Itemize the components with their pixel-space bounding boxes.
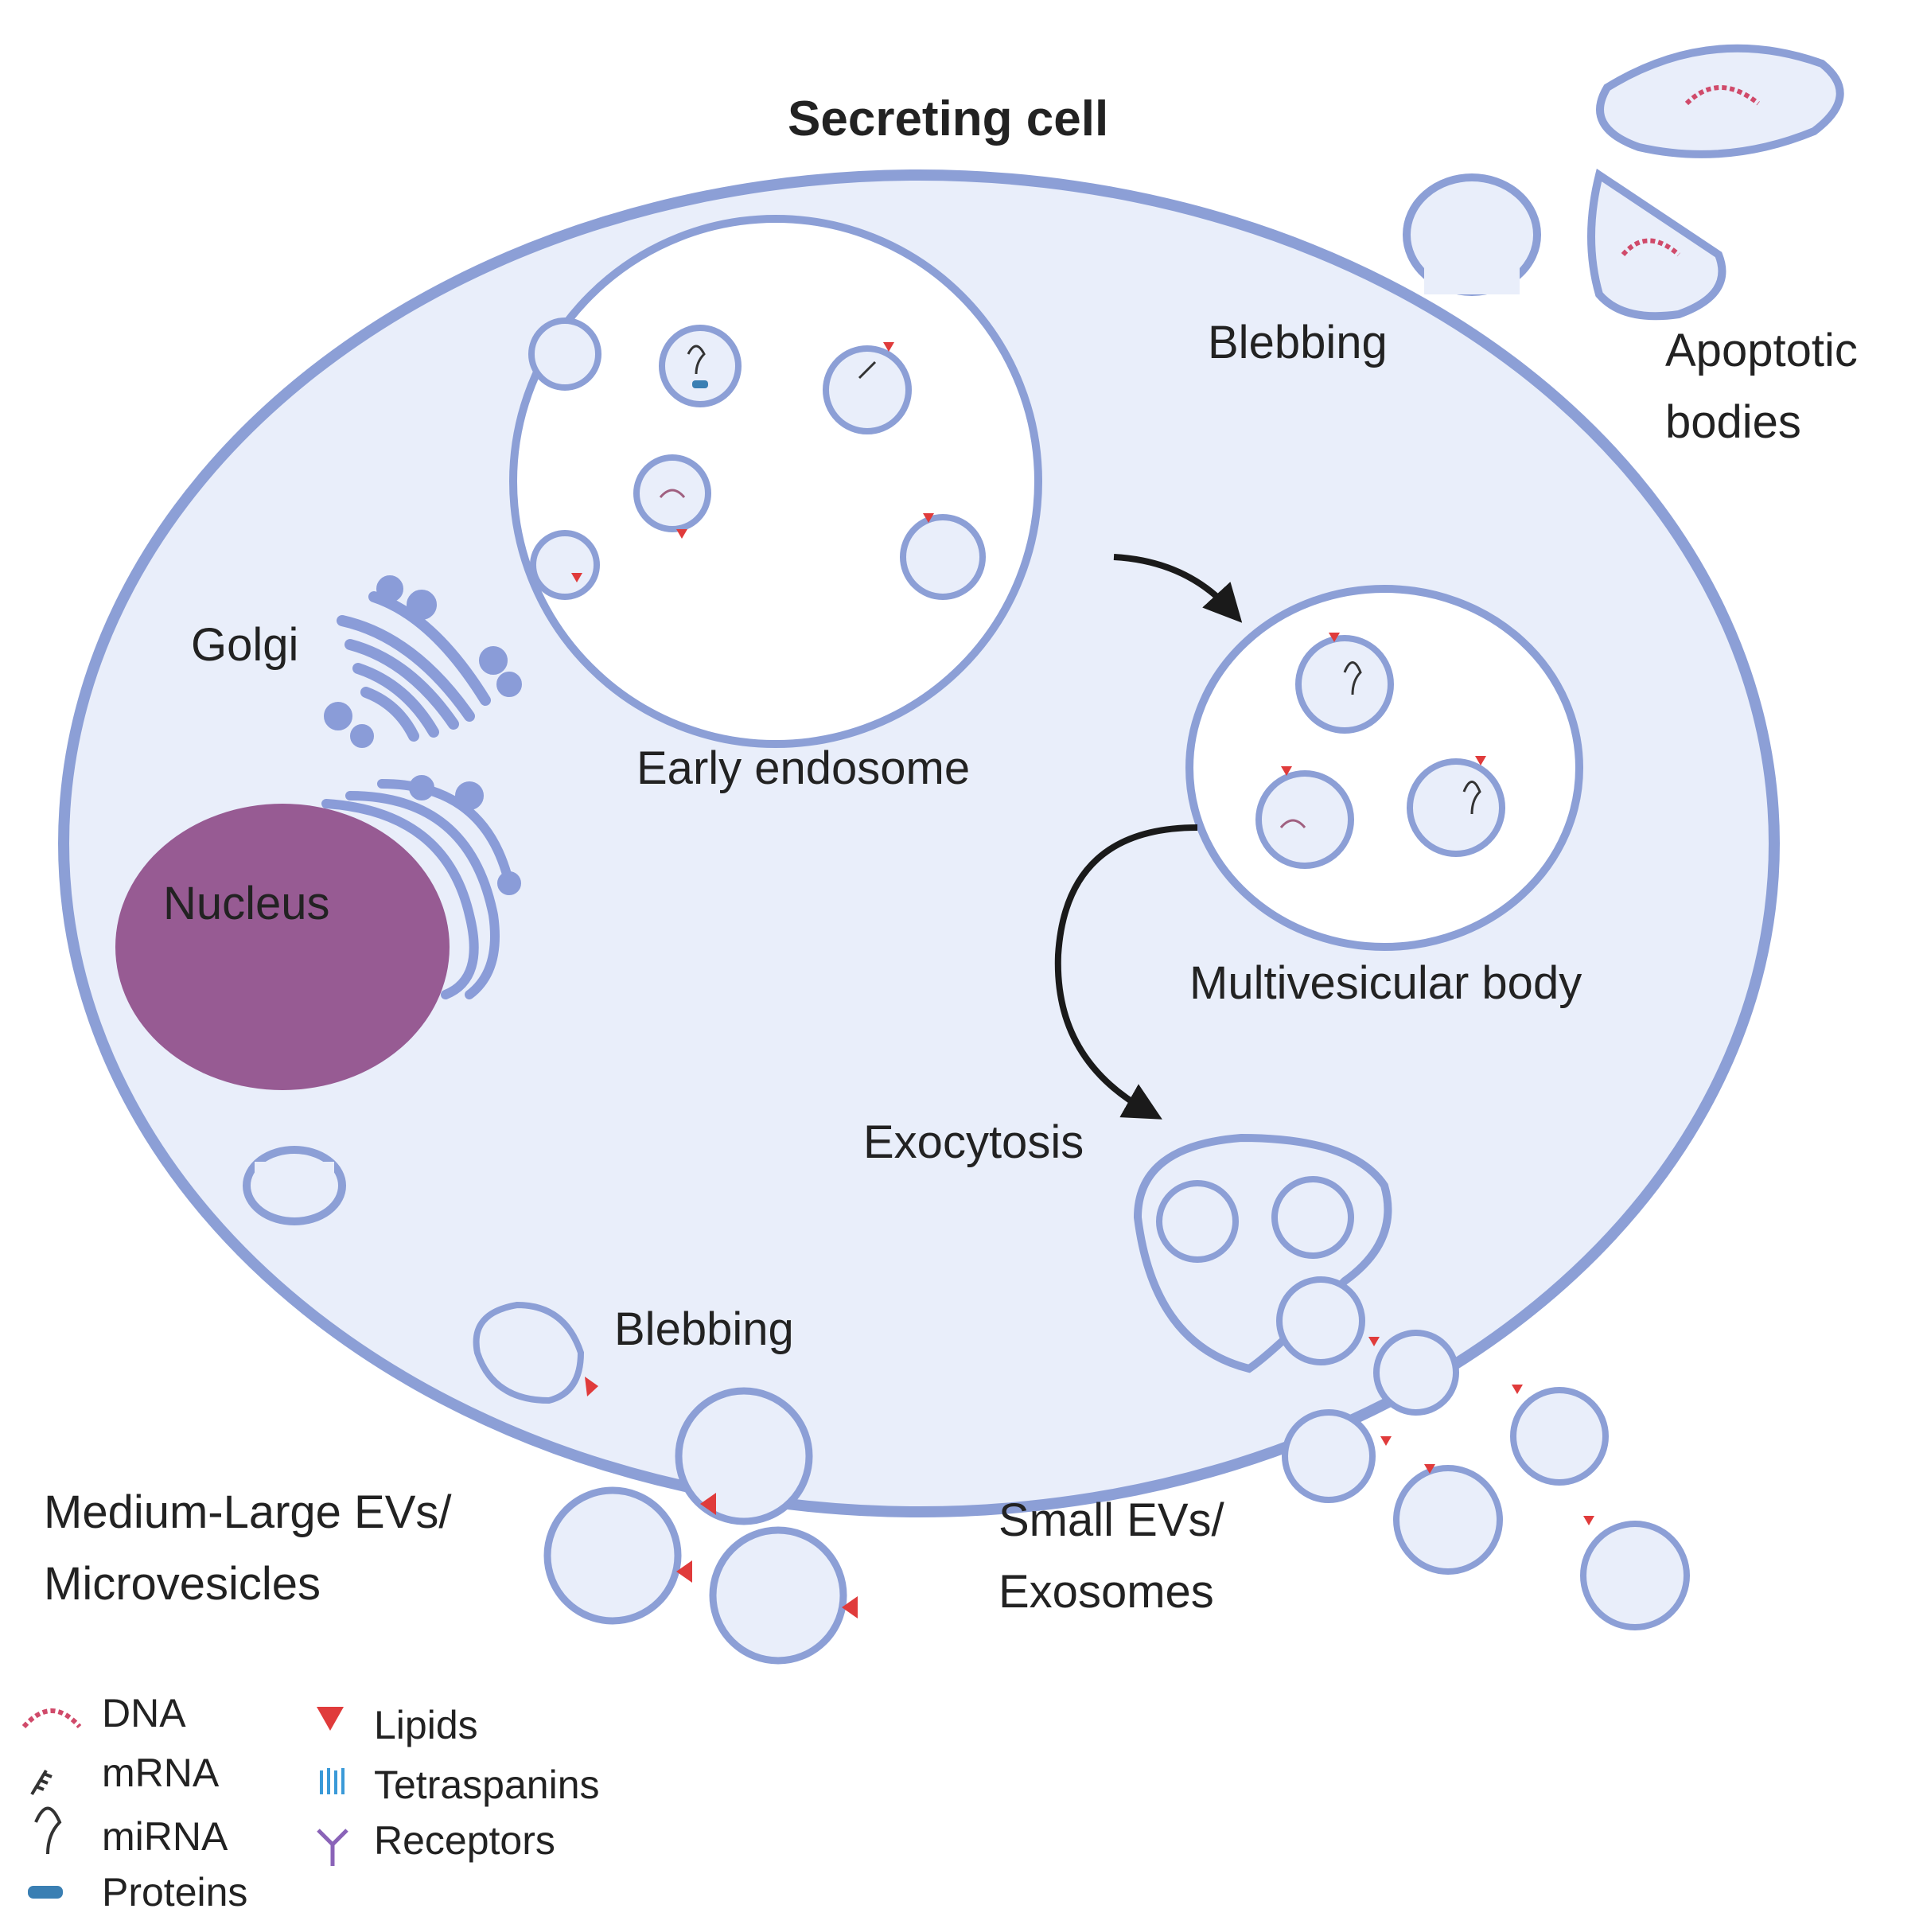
lipid-icon xyxy=(1281,766,1292,776)
exosome xyxy=(1276,1276,1365,1365)
label-early-endosome: Early endosome xyxy=(636,742,970,794)
mirna-icon xyxy=(34,1806,62,1855)
microvesicle xyxy=(709,1526,847,1665)
label-apoptotic-line1: Apoptotic xyxy=(1665,325,1858,376)
mirna-icon xyxy=(1462,781,1481,815)
lipid-icon xyxy=(571,573,582,582)
microvesicle xyxy=(543,1486,682,1625)
legend-label-dna: DNA xyxy=(102,1691,186,1735)
protein-icon xyxy=(28,1886,63,1899)
lipid-icon xyxy=(585,1377,598,1396)
dna-icon xyxy=(21,1708,82,1729)
label-small-evs-line1: Small EVs/ xyxy=(998,1494,1225,1546)
lipid-icon xyxy=(1380,1436,1392,1446)
lipid-icon xyxy=(1368,1337,1380,1346)
bleb-top xyxy=(1403,173,1541,296)
mrna-icon xyxy=(30,1769,53,1796)
bleb-left xyxy=(243,1146,346,1225)
legend-label-receptors: Receptors xyxy=(374,1818,555,1863)
exosome xyxy=(1271,1176,1354,1259)
legend-label-lipids: Lipids xyxy=(374,1703,478,1747)
label-small-evs-line2: Exosomes xyxy=(998,1566,1214,1618)
label-medium-large-line2: Microvesicles xyxy=(44,1558,321,1610)
lipid-icon xyxy=(883,342,894,352)
arrow-endosome-to-mvb xyxy=(1113,554,1243,623)
endosome-vesicle xyxy=(659,325,742,407)
apoptotic-body-2 xyxy=(1587,168,1726,321)
medium-large-evs xyxy=(543,1387,858,1665)
apoptotic-body-1 xyxy=(1596,44,1844,158)
multivesicular-body xyxy=(1185,585,1583,951)
label-blebbing-top: Blebbing xyxy=(1208,317,1388,368)
exosome xyxy=(1373,1330,1459,1416)
lipid-icon xyxy=(1583,1516,1594,1525)
label-multivesicular-body: Multivesicular body xyxy=(1189,957,1582,1009)
nucleus xyxy=(115,804,450,1090)
endosome-vesicle xyxy=(633,454,711,539)
dna-icon xyxy=(1684,85,1760,106)
small-evs xyxy=(1282,1330,1690,1630)
exosome xyxy=(1282,1409,1376,1503)
protein-icon xyxy=(692,380,708,388)
lipid-icon xyxy=(317,1707,344,1731)
endosome-vesicle xyxy=(900,513,986,600)
lipid-icon xyxy=(1424,1464,1435,1474)
lipid-icon xyxy=(676,529,687,539)
legend-label-proteins: Proteins xyxy=(102,1870,247,1914)
lipid-icon xyxy=(1512,1385,1523,1394)
exosome xyxy=(1580,1521,1690,1630)
label-golgi: Golgi xyxy=(191,619,298,671)
endosome-budding-vesicle xyxy=(530,530,600,600)
label-medium-large-line1: Medium-Large EVs/ xyxy=(44,1486,452,1538)
legend: DNA mRNA miRNA Proteins Lipids Tetraspan… xyxy=(21,1691,600,1914)
mrna-icon xyxy=(858,360,877,380)
exosome xyxy=(1393,1465,1503,1575)
lipid-icon xyxy=(700,1493,716,1515)
dna-icon xyxy=(1621,238,1680,257)
dna-icon xyxy=(659,489,686,498)
diagram-title: Secreting cell xyxy=(788,92,1108,146)
endosome-budding-vesicle xyxy=(528,317,601,391)
exosome xyxy=(1510,1387,1609,1486)
label-apoptotic-line2: bodies xyxy=(1665,396,1801,448)
legend-label-mrna: mRNA xyxy=(102,1751,220,1795)
lipid-icon xyxy=(676,1560,692,1583)
legend-label-tetraspanins: Tetraspanins xyxy=(374,1763,600,1807)
exosome xyxy=(1156,1180,1239,1263)
early-endosome xyxy=(509,215,1042,748)
dna-icon xyxy=(1279,819,1306,828)
label-exocytosis: Exocytosis xyxy=(863,1116,1084,1168)
arrow-mvb-to-exocytosis xyxy=(1054,824,1198,1120)
label-nucleus: Nucleus xyxy=(163,878,330,929)
apoptotic-bodies xyxy=(1587,44,1844,321)
endosome-vesicle xyxy=(823,342,912,434)
golgi-apparatus xyxy=(324,575,522,748)
exocytosis-vesicle-pocket xyxy=(1133,1133,1392,1373)
endoplasmic-reticulum xyxy=(321,775,521,999)
legend-label-mirna: miRNA xyxy=(102,1814,228,1859)
lipid-icon xyxy=(1329,633,1340,642)
intraluminal-vesicle xyxy=(1255,766,1354,869)
intraluminal-vesicle xyxy=(1295,633,1394,734)
microvesicle xyxy=(675,1387,813,1525)
receptor-icon xyxy=(317,1829,348,1866)
lipid-icon xyxy=(842,1596,858,1618)
lipid-icon xyxy=(1475,756,1486,765)
intraluminal-vesicle xyxy=(1407,756,1505,857)
lipid-icon xyxy=(923,513,934,523)
mirna-icon xyxy=(1343,661,1362,695)
tetraspanin-icon xyxy=(320,1768,345,1794)
mirna-icon xyxy=(687,345,706,375)
bleb-bottom-vesicle xyxy=(473,1301,598,1404)
label-blebbing-bottom: Blebbing xyxy=(614,1303,794,1355)
